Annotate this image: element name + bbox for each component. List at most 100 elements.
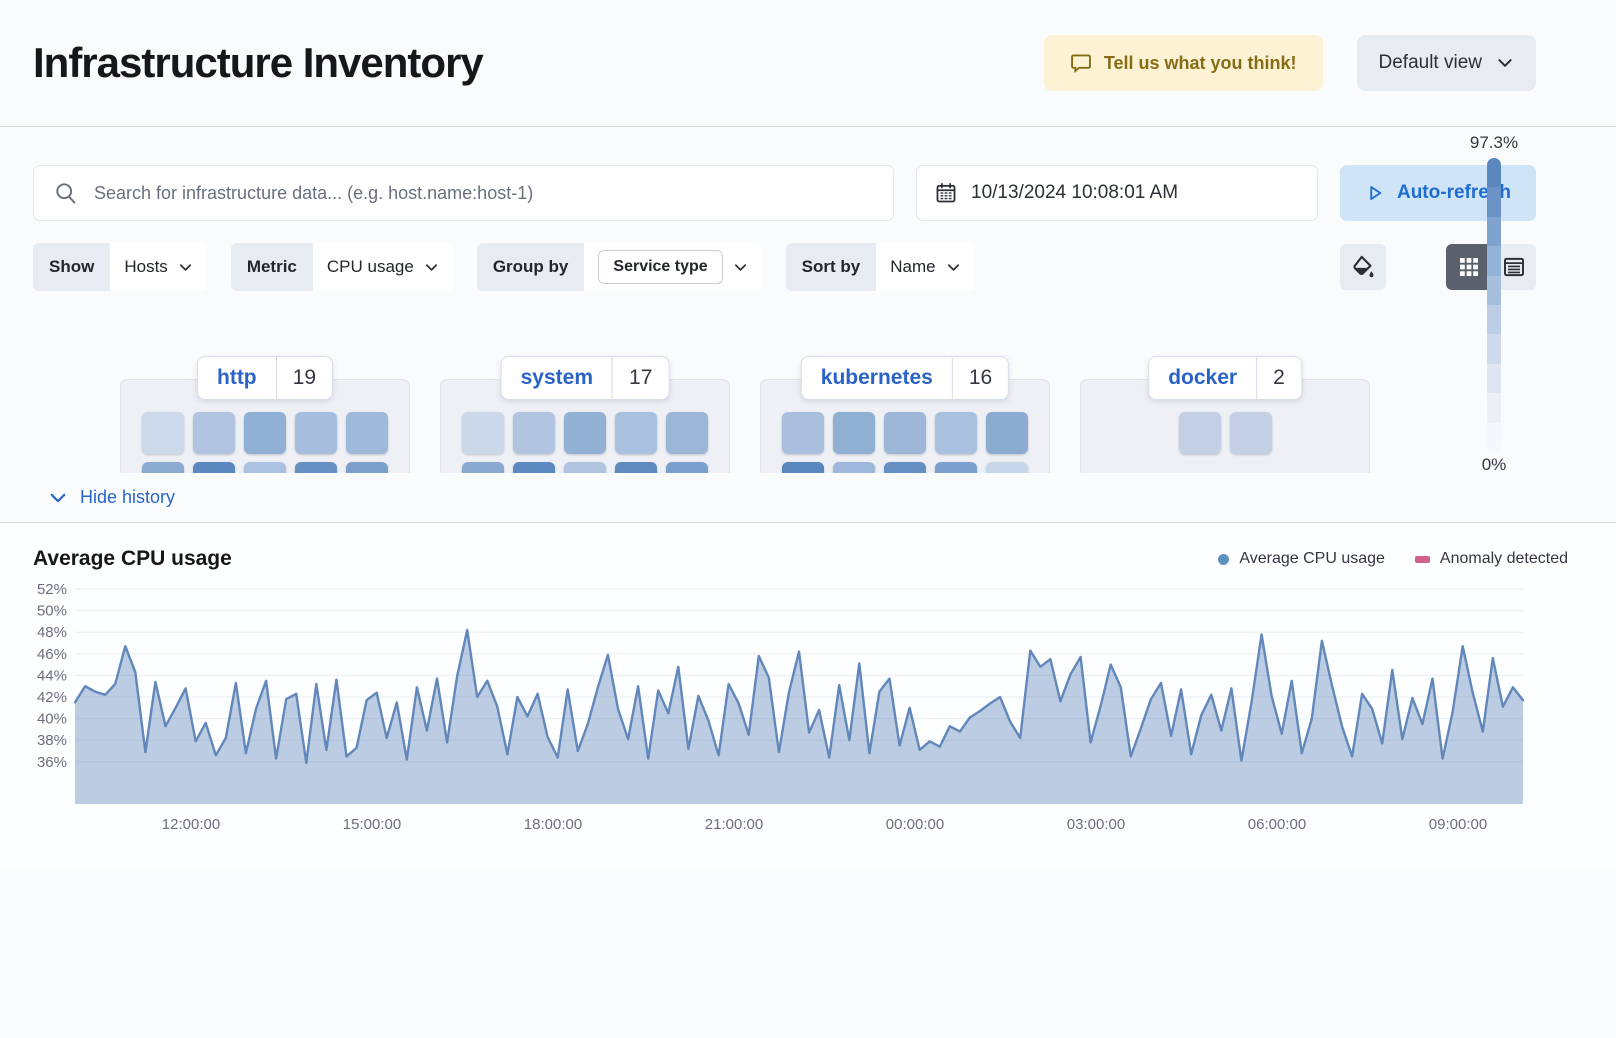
grid-view-icon — [1457, 255, 1481, 279]
auto-refresh-label: Auto-refresh — [1396, 182, 1511, 203]
chart-header: Average CPU usage Average CPU usage Anom… — [33, 547, 1584, 571]
search-box — [33, 165, 894, 221]
host-cell[interactable] — [564, 462, 606, 473]
group-count: 19 — [275, 357, 332, 399]
legend-label: Average CPU usage — [1239, 550, 1385, 567]
legend-item-average-cpu[interactable]: Average CPU usage — [1218, 550, 1385, 568]
host-cell[interactable] — [884, 462, 926, 473]
group-count: 16 — [951, 357, 1008, 399]
host-cell[interactable] — [1178, 412, 1221, 454]
host-cell[interactable] — [564, 412, 606, 454]
search-input[interactable] — [94, 182, 873, 204]
y-axis-tick: 40% — [37, 711, 67, 728]
x-axis-tick: 03:00:00 — [1067, 816, 1125, 833]
default-view-dropdown[interactable]: Default view — [1356, 35, 1536, 91]
group-name-link[interactable]: docker — [1168, 366, 1238, 389]
group-name-link[interactable]: kubernetes — [820, 366, 933, 389]
cpu-area-fill — [75, 630, 1523, 804]
history-section: Average CPU usage Average CPU usage Anom… — [0, 523, 1616, 871]
group-name-link[interactable]: system — [520, 366, 594, 389]
cell-row — [761, 412, 1049, 454]
host-cell[interactable] — [935, 412, 977, 454]
scale-step — [1487, 334, 1501, 364]
scale-step — [1487, 275, 1501, 306]
host-cell[interactable] — [244, 462, 286, 473]
host-cell[interactable] — [986, 412, 1028, 454]
sort-by-filter-label: Sort by — [785, 243, 877, 291]
host-cell[interactable] — [782, 462, 824, 473]
scale-step — [1487, 187, 1501, 217]
host-cell[interactable] — [346, 412, 388, 454]
host-cell[interactable] — [142, 412, 184, 454]
scale-step — [1487, 158, 1501, 188]
x-axis-tick: 06:00:00 — [1248, 816, 1306, 833]
group-by-filter-value[interactable]: Service type — [598, 250, 723, 284]
host-cell[interactable] — [615, 412, 657, 454]
host-cell[interactable] — [884, 412, 926, 454]
calendar-icon — [935, 182, 957, 204]
scale-step — [1487, 216, 1501, 247]
host-cell[interactable] — [666, 462, 708, 473]
cell-row — [121, 412, 409, 454]
host-cell[interactable] — [513, 412, 555, 454]
search-icon — [54, 181, 78, 205]
grid-view-button[interactable] — [1446, 244, 1491, 290]
host-cell[interactable] — [666, 412, 708, 454]
host-cell[interactable] — [782, 412, 824, 454]
scale-step — [1487, 305, 1501, 335]
host-cell[interactable] — [1229, 412, 1272, 454]
chevron-down-icon — [179, 263, 191, 271]
group-badge: system 17 — [500, 356, 670, 400]
date-picker[interactable]: 10/13/2024 10:08:01 AM — [916, 165, 1318, 221]
hide-history-toggle[interactable]: Hide history — [0, 473, 1616, 523]
group-count: 17 — [612, 357, 668, 399]
host-cell[interactable] — [833, 462, 875, 473]
cell-row — [1081, 412, 1369, 454]
host-cell[interactable] — [295, 462, 337, 473]
host-cell[interactable] — [615, 462, 657, 473]
host-cell[interactable] — [513, 462, 555, 473]
host-cell[interactable] — [244, 412, 286, 454]
cpu-color-scale: 97.3% 0% — [1458, 133, 1530, 473]
metric-filter-dropdown[interactable]: CPU usage — [312, 243, 453, 291]
show-filter-value: Hosts — [124, 257, 168, 276]
chevron-down-icon — [48, 488, 68, 508]
y-axis-tick: 44% — [37, 667, 67, 684]
group-name-link[interactable]: http — [216, 366, 257, 389]
legend-item-anomaly[interactable]: Anomaly detected — [1414, 550, 1568, 568]
chevron-down-icon — [425, 263, 437, 271]
sort-by-filter-dropdown[interactable]: Name — [876, 243, 975, 291]
metric-filter-label: Metric — [230, 243, 313, 291]
legend-color-palette-button[interactable] — [1340, 244, 1386, 290]
host-cell[interactable] — [462, 462, 504, 473]
host-cell[interactable] — [346, 462, 388, 473]
sort-by-filter: Sort by Name — [785, 243, 975, 291]
group-card-kubernetes: kubernetes 16 — [760, 356, 1050, 473]
host-cell[interactable] — [193, 462, 235, 473]
header-actions: Tell us what you think! Default view — [1043, 35, 1536, 91]
chart-title: Average CPU usage — [33, 547, 232, 570]
host-cell[interactable] — [462, 412, 504, 454]
y-axis-tick: 46% — [37, 646, 67, 663]
feedback-button[interactable]: Tell us what you think! — [1043, 35, 1323, 91]
legend-bar-icon — [1414, 555, 1430, 563]
default-view-label: Default view — [1378, 52, 1483, 73]
host-cell[interactable] — [935, 462, 977, 473]
show-filter-dropdown[interactable]: Hosts — [110, 243, 207, 291]
host-cell[interactable] — [295, 412, 337, 454]
scale-step — [1487, 422, 1501, 452]
host-cell[interactable] — [193, 412, 235, 454]
datetime-value: 10/13/2024 10:08:01 AM — [971, 182, 1179, 203]
x-axis-tick: 15:00:00 — [343, 816, 401, 833]
y-axis-tick: 50% — [37, 603, 67, 620]
host-cell[interactable] — [986, 462, 1028, 473]
filter-row: Show Hosts Metric CPU usage Group by Ser… — [33, 243, 1536, 291]
scale-max-label: 97.3% — [1469, 133, 1519, 152]
auto-refresh-button[interactable]: Auto-refresh — [1340, 165, 1536, 221]
host-cell[interactable] — [142, 462, 184, 473]
speech-bubble-icon — [1070, 52, 1092, 74]
group-by-filter-dropdown[interactable]: Service type — [584, 243, 762, 291]
host-cell[interactable] — [833, 412, 875, 454]
